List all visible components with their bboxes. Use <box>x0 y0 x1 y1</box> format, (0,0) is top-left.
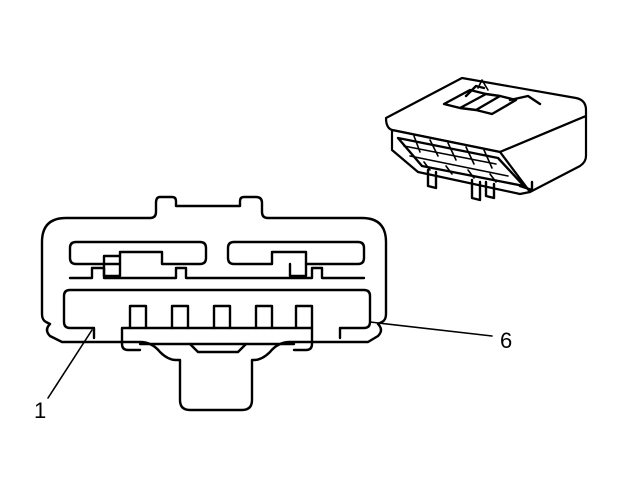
iso-leg <box>426 168 438 190</box>
leader-line <box>369 321 493 337</box>
iso-leg <box>470 178 482 202</box>
iso-leg <box>484 180 496 200</box>
terminal-pin <box>128 304 148 330</box>
iso-top-surface <box>384 76 588 154</box>
callout-6: 6 <box>369 321 512 353</box>
key-right <box>288 262 308 278</box>
iso-arrow <box>477 79 489 91</box>
key-left <box>102 262 122 278</box>
key-left-b <box>102 254 122 266</box>
iso-right-face <box>498 114 588 194</box>
upper-slot-left <box>68 240 208 266</box>
callout-label-1: 1 <box>34 398 46 423</box>
terminal-pin <box>254 304 274 330</box>
upper-slot-right <box>226 240 366 266</box>
main-cavity <box>62 288 372 340</box>
housing-outline <box>40 195 388 412</box>
divider-row <box>68 266 366 280</box>
iso-front-face <box>390 128 532 196</box>
leader-line <box>47 329 93 399</box>
terminal-pins <box>128 304 314 330</box>
connector-isometric-view <box>384 76 588 202</box>
terminal-pin <box>212 304 232 330</box>
terminal-pin <box>170 304 190 330</box>
callout-label-6: 6 <box>500 328 512 353</box>
terminal-bar <box>120 326 314 352</box>
connector-face-view <box>40 195 388 412</box>
terminal-pin <box>294 304 314 330</box>
iso-slot-row <box>403 135 509 183</box>
iso-latch <box>442 84 542 116</box>
callout-1: 1 <box>34 329 93 423</box>
iso-tab <box>518 180 534 192</box>
center-tab <box>188 342 248 354</box>
